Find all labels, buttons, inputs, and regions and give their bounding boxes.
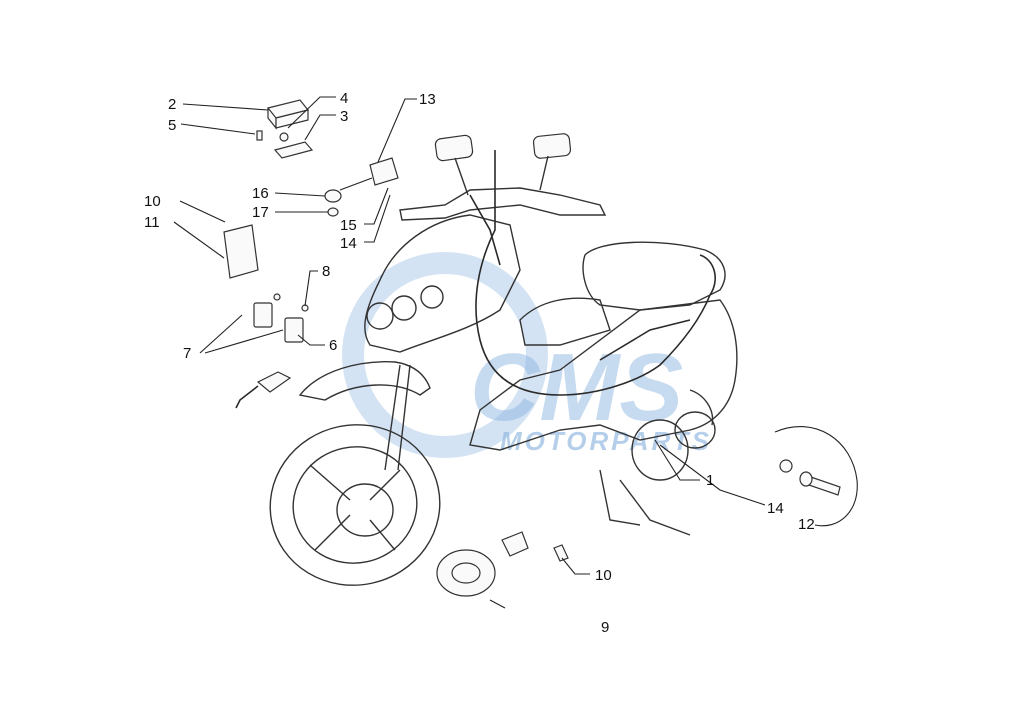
callout-15: 15 (340, 217, 357, 234)
front-wheel (269, 424, 441, 586)
scooter-illustration (269, 133, 738, 586)
watermark-globe (342, 252, 548, 458)
washer (779, 459, 793, 473)
leader-lines (173, 96, 766, 609)
callout-3: 3 (340, 108, 348, 125)
callout-10-lower: 10 (595, 567, 612, 584)
watermark: CMS MOTORPARTS (342, 252, 712, 458)
right-mirror (532, 133, 572, 159)
sensor (256, 371, 292, 393)
rear-wheel (631, 419, 689, 481)
left-mirror (434, 134, 474, 162)
callout-14-lower: 14 (767, 500, 784, 517)
callout-9: 9 (601, 619, 609, 636)
rear-body (469, 299, 738, 451)
front-shield (364, 214, 521, 353)
callout-14-upper: 14 (340, 235, 357, 252)
wiring-harness (475, 150, 716, 396)
callout-1: 1 (706, 472, 714, 489)
callout-11: 11 (144, 214, 160, 231)
callout-8: 8 (322, 263, 330, 280)
center-stand (599, 469, 691, 536)
switch-unit (369, 157, 399, 186)
loose-parts (223, 99, 858, 597)
callout-12: 12 (798, 516, 815, 533)
relay-right (284, 317, 304, 343)
callout-6: 6 (329, 337, 337, 354)
callout-16: 16 (252, 185, 269, 202)
callout-17: 17 (252, 204, 269, 221)
handlebar (399, 187, 607, 221)
connector-plug (553, 544, 569, 562)
bulb-holder (324, 189, 342, 203)
callout-7: 7 (183, 345, 191, 362)
callout-13: 13 (419, 91, 436, 108)
front-fender (298, 361, 431, 401)
callout-4: 4 (340, 90, 348, 107)
callout-labels: 2 5 4 3 13 16 17 15 14 10 11 8 7 6 1 14 … (144, 90, 815, 636)
fuse-holder (273, 141, 314, 159)
detail-circle (774, 426, 858, 527)
callout-5: 5 (168, 117, 176, 134)
bulb (327, 207, 339, 217)
relay-left (253, 302, 273, 328)
callout-2: 2 (168, 96, 176, 113)
callout-10-upper: 10 (144, 193, 161, 210)
watermark-brand: CMS (470, 334, 683, 441)
watermark-subtitle: MOTORPARTS (500, 426, 712, 456)
control-unit (223, 224, 259, 279)
seat (582, 241, 726, 311)
